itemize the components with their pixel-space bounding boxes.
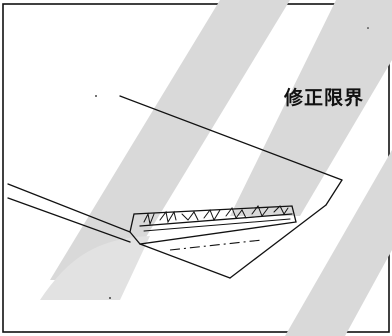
blade-left-edge-1 — [7, 183, 131, 233]
modification-limit-label: 修正限界 — [283, 86, 364, 109]
cutting-edge-inner — [139, 213, 293, 227]
blade-bottom-edge — [139, 243, 231, 279]
blade-tip-upper — [325, 179, 343, 206]
blade-outline — [7, 95, 343, 279]
watermark-logo — [40, 0, 392, 336]
modification-limit-marks — [143, 204, 291, 232]
blade-left-edge-2 — [7, 197, 131, 243]
cutting-edge-band — [129, 205, 297, 245]
blade-tip-lower — [229, 204, 327, 279]
blade-top-edge — [119, 95, 343, 181]
scan-speckles — [95, 27, 369, 299]
center-line — [169, 239, 263, 251]
